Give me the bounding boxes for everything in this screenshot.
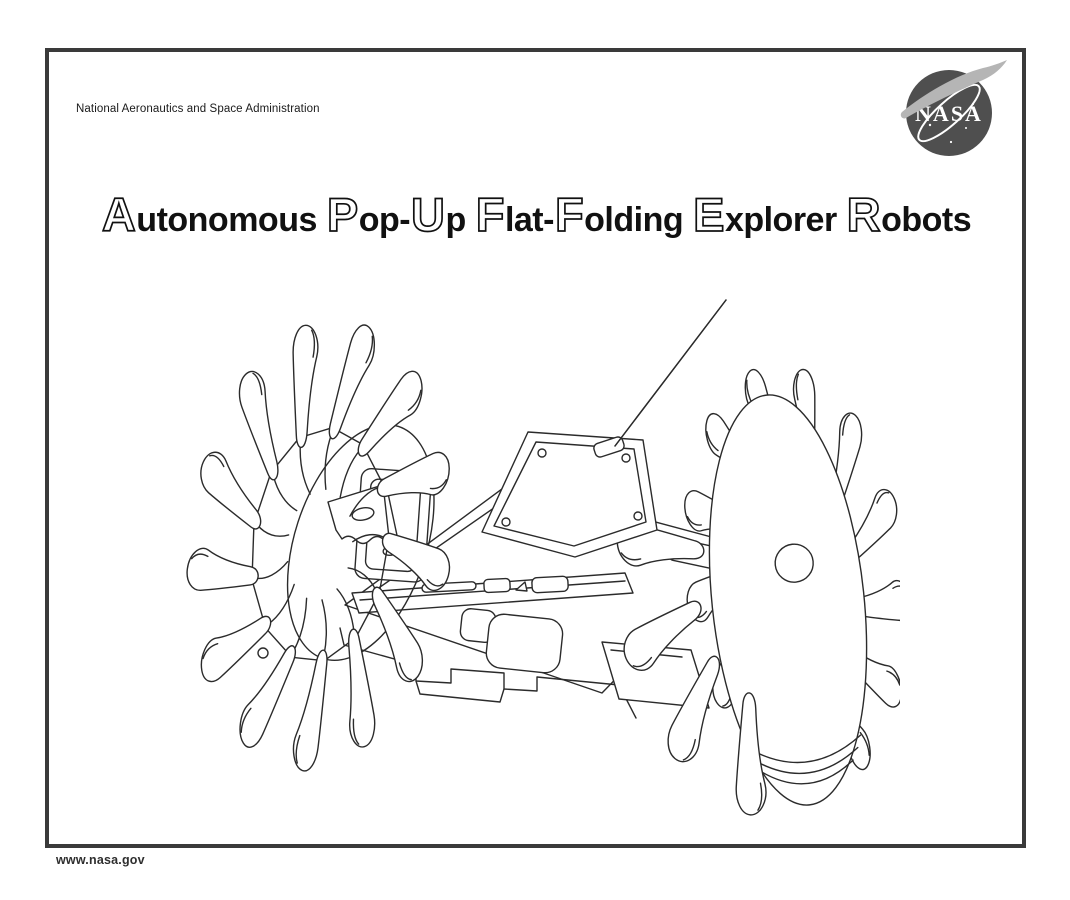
title-outline-letter: R xyxy=(846,187,882,242)
title-outline-letter: A xyxy=(101,187,137,242)
title-word-rest: utonomous xyxy=(136,201,326,239)
antenna xyxy=(593,300,726,458)
title-outline-letter: P xyxy=(326,187,359,242)
puffer-robot-illustration xyxy=(170,278,900,823)
title-outline-letter: F xyxy=(475,187,505,242)
title-outline-letter: E xyxy=(692,187,725,242)
electronics-panel xyxy=(482,432,657,557)
agency-line: National Aeronautics and Space Administr… xyxy=(76,103,320,115)
title-outline-letter: U xyxy=(410,187,446,242)
title-outline-letter: F xyxy=(554,187,584,242)
title-word-rest: op- xyxy=(358,201,411,239)
title-word-rest: xplorer xyxy=(724,201,846,239)
footer-url: www.nasa.gov xyxy=(56,853,145,867)
nasa-logo-swoosh xyxy=(900,60,1007,119)
title-word-rest: obots xyxy=(881,201,972,239)
chassis-front-module xyxy=(457,608,564,674)
nasa-logo-sphere xyxy=(906,70,992,156)
right-wheel xyxy=(612,362,900,823)
left-wheel xyxy=(170,308,475,788)
title-word-rest: olding xyxy=(584,201,693,239)
page-title: Autonomous Pop-Up Flat-Folding Explorer … xyxy=(45,186,1027,249)
wheel-hub-hole xyxy=(773,542,815,584)
nasa-logo-orbit xyxy=(917,83,981,143)
title-word-rest: lat- xyxy=(504,201,555,239)
nasa-logo-icon: NASA xyxy=(900,60,1007,156)
title-word-rest: p xyxy=(445,201,475,239)
